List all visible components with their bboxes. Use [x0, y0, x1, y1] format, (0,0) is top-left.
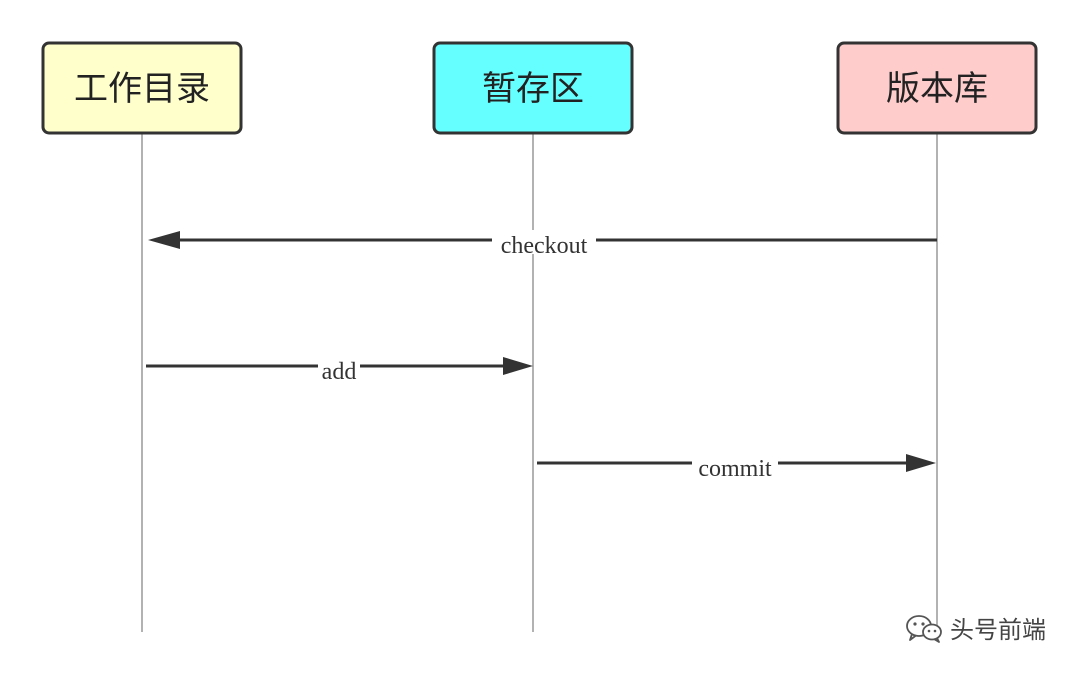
actor-label-repo: 版本库 — [886, 69, 988, 109]
actor-working: 工作目录 — [41, 41, 243, 135]
message-label-bg-add — [318, 356, 360, 380]
actor-staging: 暂存区 — [432, 41, 634, 135]
actor-box-working — [41, 41, 243, 135]
message-label-checkout: checkout — [501, 233, 588, 259]
watermark-text: 头号前端 — [950, 616, 1046, 644]
actor-box-repo — [836, 41, 1038, 135]
actor-box-staging — [432, 41, 634, 135]
message-label-commit: commit — [698, 456, 772, 482]
message-label-bg-checkout — [492, 230, 596, 254]
watermark: 头号前端 — [904, 610, 1046, 645]
arrowhead-left-icon — [148, 231, 180, 249]
message-label-add: add — [322, 359, 357, 385]
arrowhead-right-icon — [906, 454, 936, 472]
message-checkout: checkout — [148, 230, 937, 259]
actor-label-working: 工作目录 — [74, 69, 210, 109]
actor-repo: 版本库 — [836, 41, 1038, 135]
wechat-icon — [906, 614, 942, 643]
arrowhead-right-icon — [503, 357, 533, 375]
actor-label-staging: 暂存区 — [482, 69, 584, 109]
message-add: add — [146, 356, 533, 385]
message-commit: commit — [537, 453, 936, 482]
message-label-bg-commit — [692, 453, 778, 477]
